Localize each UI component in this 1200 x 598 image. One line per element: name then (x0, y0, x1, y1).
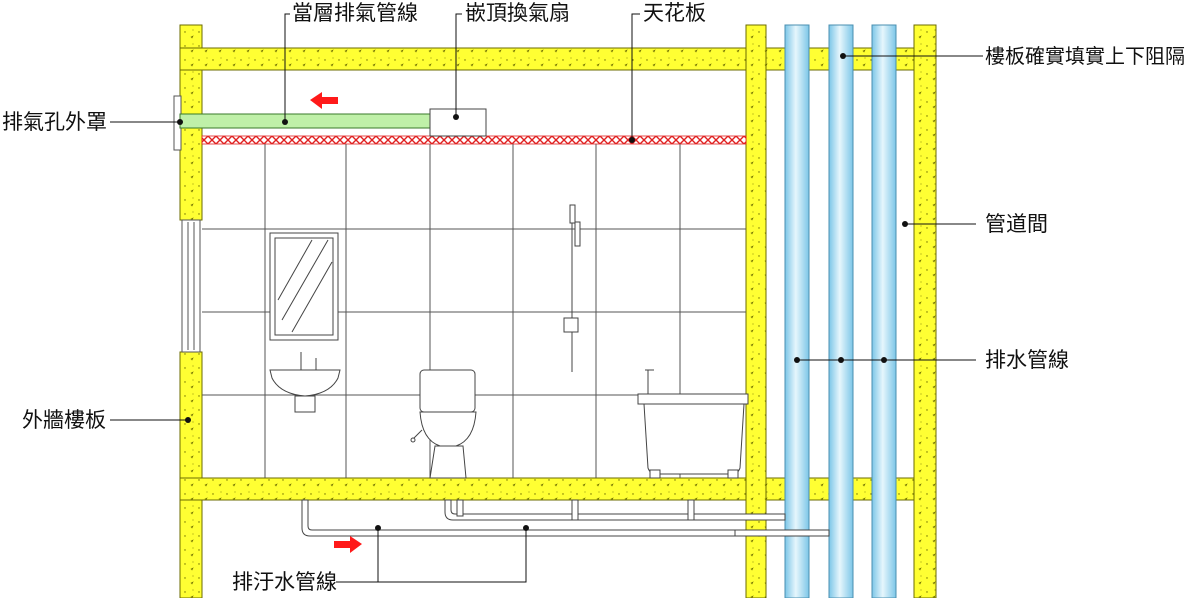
label-sewage-pipe: 排汙水管線 (232, 570, 337, 594)
ceiling-fan (429, 108, 487, 137)
sewage-pipes (301, 499, 830, 537)
arrow-left-icon (310, 92, 338, 109)
label-ceiling: 天花板 (643, 1, 706, 25)
shower-set (563, 204, 581, 372)
drain-pipe-2 (828, 24, 854, 598)
label-drain-pipes: 排水管線 (985, 348, 1069, 372)
label-exhaust-pipe: 當層排氣管線 (292, 1, 418, 25)
drain-pipe-1 (784, 24, 810, 598)
bottom-slab (179, 477, 937, 501)
ceiling-board (201, 135, 747, 145)
toilet (410, 369, 477, 479)
label-vent-cover: 排氣孔外罩 (2, 110, 107, 134)
shaft-outer-wall (913, 24, 937, 598)
top-slab (179, 47, 937, 71)
drain-pipes (784, 24, 897, 598)
bathtub (637, 369, 749, 479)
exhaust-pipe (179, 113, 431, 129)
arrow-right-icon (334, 536, 362, 553)
left-exterior-wall-lower (179, 351, 203, 598)
inner-wall (745, 24, 767, 598)
wash-basin (269, 352, 341, 413)
window (181, 219, 201, 353)
label-ceiling-fan: 嵌頂換氣扇 (465, 1, 570, 25)
label-slab-fill: 樓板確實填實上下阻隔 (985, 44, 1185, 68)
leader-dots (177, 53, 908, 531)
drain-pipe-3 (871, 24, 897, 598)
concrete-structure (179, 24, 937, 598)
label-pipe-shaft: 管道間 (985, 212, 1048, 236)
label-exterior-wall: 外牆樓板 (22, 408, 106, 432)
mirror (269, 232, 339, 341)
